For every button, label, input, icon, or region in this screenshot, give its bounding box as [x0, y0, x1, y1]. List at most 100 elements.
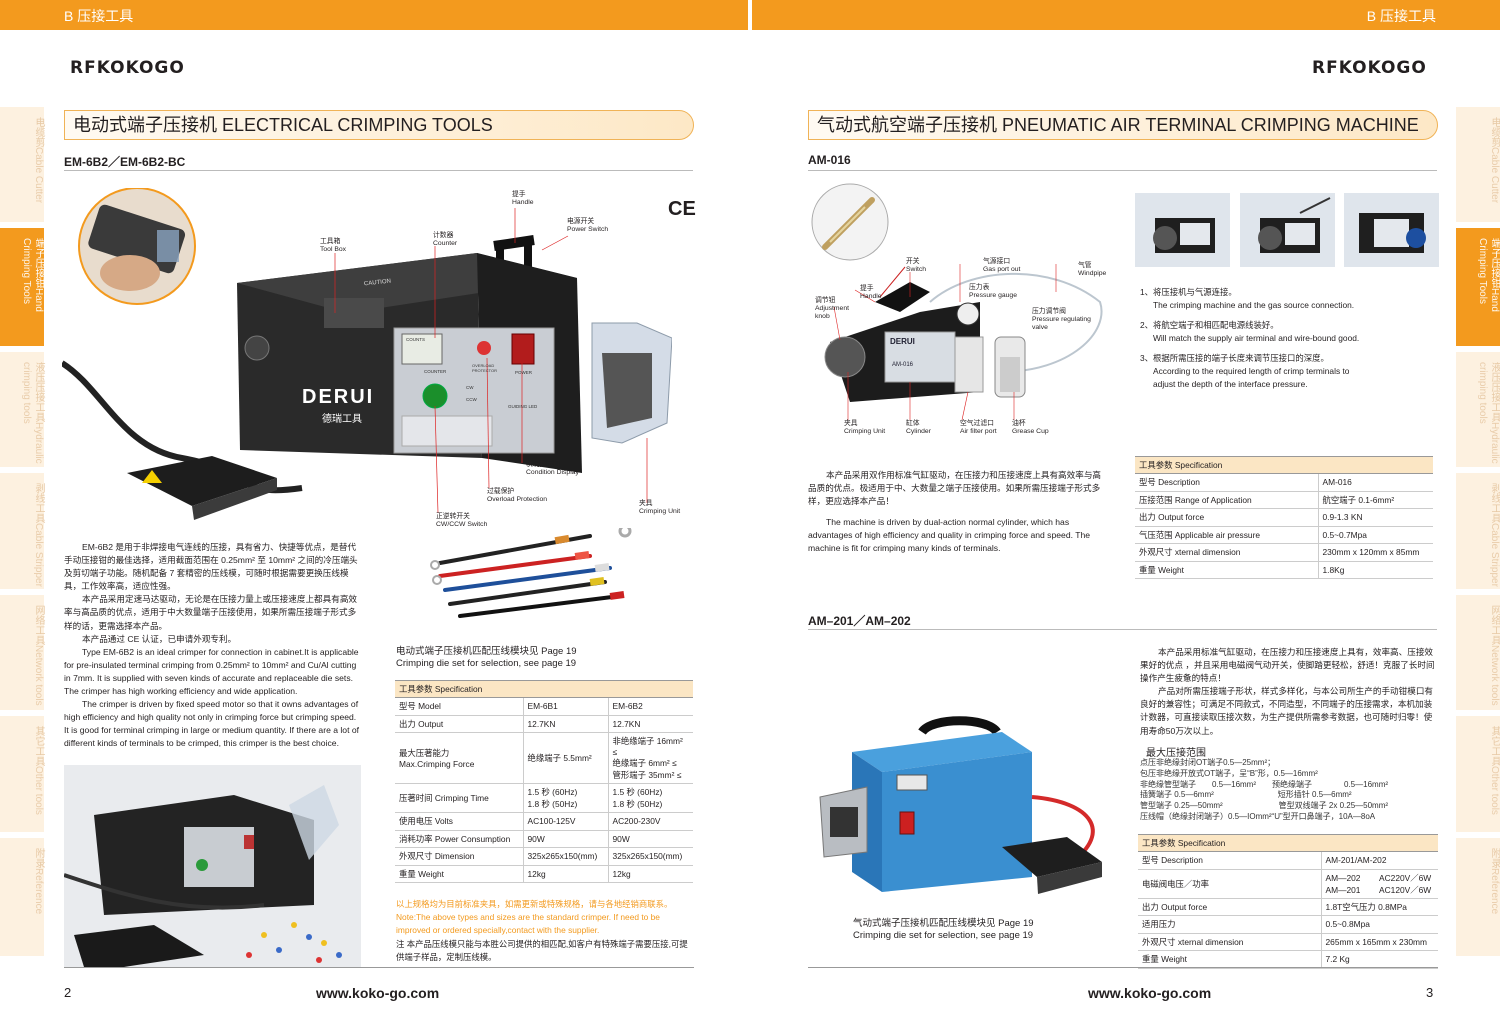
range-list: 点压非绝缘封闭OT端子0.5—25mm²；包压非绝缘开放式OT端子，呈“B”形，…: [1140, 758, 1440, 823]
machine-ccw-label: CCW: [466, 397, 477, 402]
range-line: 点压非绝缘封闭OT端子0.5—25mm²；: [1140, 758, 1276, 767]
spec-cell: 型号 Model: [395, 697, 523, 716]
left-model-name: EM-6B2／EM-6B2-BC: [64, 155, 186, 169]
label-crimping-unit: 夹具 Crimping Unit: [639, 500, 681, 515]
step-3-en: According to the required length of crim…: [1153, 366, 1350, 389]
spec-cell: AC100-125V: [522, 812, 608, 831]
left-die-note-cn: 电动式端子压接机匹配压线模块见 Page 19: [396, 646, 577, 657]
section-tag-left: B 压接工具: [64, 8, 134, 24]
left-description: EM-6B2 是用于非焊接电气连线的压接，具有省力、快捷等优点，是替代手动压接钳…: [64, 541, 361, 751]
right-side-tab-4[interactable]: 剥线工具Cable Stripper: [1456, 473, 1500, 589]
step-1-cn: 1、将压接机与气源连接。: [1140, 287, 1237, 297]
left-desc-cn-2: 本产品采用定速马达驱动，无论是在压接力量上或压接速度上都具有高效率与高品质的优点…: [64, 594, 358, 631]
range-line: 管型端子 0.25—50mm² 管型双线端子 2x 0.25—50mm²: [1140, 801, 1389, 811]
spec-cell: 非绝缘端子 16mm² ≤ 绝缘端子 6mm² ≤ 管形端子 35mm² ≤: [607, 732, 693, 784]
left-side-tab-1[interactable]: 电缆剪Cable Cutter: [0, 107, 44, 222]
side-tab-label-cn: 端子压接钳: [1489, 238, 1500, 288]
spec-cell: 0.5~0.7Mpa: [1317, 526, 1433, 544]
spec-cell: 12kg: [522, 865, 608, 883]
side-tab-label-en: Reference: [1489, 868, 1500, 915]
spec-cell: 0.5~0.8Mpa: [1320, 915, 1438, 934]
spec-cell: EM-6B2: [607, 697, 693, 716]
left-die-note-en: Crimping die set for selection, see page…: [396, 658, 577, 669]
spec-cell: 重量 Weight: [1138, 950, 1321, 969]
step-2-en: Will match the supply air terminal and w…: [1153, 333, 1360, 343]
side-tab-label-en: Hand Crimping Tools: [1477, 238, 1500, 312]
step-1-en: The crimping machine and the gas source …: [1153, 300, 1355, 310]
left-side-tab-3[interactable]: 液压压接工具Hydraulic crimping tools: [0, 352, 44, 467]
spec-cell: 出力 Output force: [1135, 508, 1318, 527]
left-footer-url[interactable]: www.koko-go.com: [316, 985, 440, 1001]
label-condition-display: 状况指示灯 Condition Display: [526, 461, 579, 476]
spec-cell: AM-201/AM-202: [1320, 851, 1438, 870]
spec-cell: 航空端子 0.1-6mm²: [1317, 491, 1433, 509]
side-tab-label-en: Hydraulic crimping tools: [1477, 362, 1500, 464]
label-am-handle: 提手 Handle: [860, 285, 882, 300]
label-handle: 提手 Handle: [512, 191, 534, 206]
right-side-tab-7[interactable]: 附录Reference: [1456, 838, 1500, 956]
left-desc-cn-3: 本产品通过 CE 认证，已申请外观专利。: [82, 633, 237, 644]
spec-cell: AC200-230V: [607, 812, 693, 831]
right-model-2-rule: [808, 629, 1437, 630]
spec-cell: 最大压著能力 Max.Crimping Force: [395, 732, 523, 784]
label-cw-ccw: 正逆转开关 CW/CCW Switch: [436, 513, 488, 528]
am016-brand-text: DERUI: [890, 337, 915, 346]
am201-description: 本产品采用标准气缸驱动，在压接力和压接速度上具有，效率高、压接效果好的优点 ，并…: [1140, 646, 1436, 738]
side-tab-label-en: Cable Stripper: [1489, 523, 1500, 587]
side-tab-label-cn: 电缆剪: [33, 117, 44, 147]
right-side-tab-6[interactable]: 其它工具Other tools: [1456, 716, 1500, 832]
side-tab-label-cn: 附录: [1489, 848, 1500, 868]
step-photo-1: [1135, 193, 1230, 267]
left-side-tab-4[interactable]: 剥线工具Cable Stripper: [0, 473, 44, 589]
right-footer-url[interactable]: www.koko-go.com: [1088, 985, 1212, 1001]
pneumatic-crimper-illustration: [824, 264, 1103, 421]
right-side-tab-3[interactable]: 液压压接工具Hydraulic crimping tools: [1456, 352, 1500, 467]
side-tab-label-cn: 其它工具: [33, 726, 44, 766]
am016-model-text: AM-016: [892, 362, 914, 368]
step-photo-3: [1344, 193, 1439, 267]
label-air-filter: 空气过滤口 Air filter port: [960, 420, 997, 435]
spec-cell: 外观尺寸 xternal dimension: [1138, 933, 1321, 951]
right-side-tab-2[interactable]: 端子压接钳Hand Crimping Tools: [1456, 228, 1500, 346]
left-section-title: 电动式端子压接机 ELECTRICAL CRIMPING TOOLS: [64, 110, 694, 140]
left-side-tab-7[interactable]: 附录Reference: [0, 838, 44, 956]
spec-cell: 压著时间 Crimping Time: [395, 783, 523, 813]
side-tab-label-cn: 液压压接工具: [33, 362, 44, 422]
left-desc-en-2: The crimper is driven by fixed speed mot…: [64, 699, 360, 749]
label-grease: 油杯 Grease Cup: [1012, 420, 1049, 435]
right-side-tab-5[interactable]: 网络工具Network tools: [1456, 595, 1500, 710]
terminal-cables-illustration: [430, 528, 632, 618]
spec-cell: 1.5 秒 (60Hz) 1.8 秒 (50Hz): [522, 783, 608, 813]
spec-cell: 出力 Output: [395, 715, 523, 733]
side-tab-label-cn: 附录: [33, 848, 44, 868]
label-overload: 过载保护 Overload Protection: [487, 488, 548, 503]
side-tab-label-en: Other tools: [33, 766, 44, 815]
left-side-tab-6[interactable]: 其它工具Other tools: [0, 716, 44, 832]
left-page-number: 2: [64, 985, 72, 1000]
left-side-tab-5[interactable]: 网络工具Network tools: [0, 595, 44, 710]
right-footer-rule: [808, 967, 1438, 968]
left-side-tab-2[interactable]: 端子压接钳Hand Crimping Tools: [0, 228, 44, 346]
spec-cell: 型号 Description: [1135, 473, 1318, 492]
range-line: 插簧端子 0.5—6mm² 短形插针 0.5—6mm²: [1140, 790, 1352, 800]
label-am-crimping-unit: 夹具 Crimping Unit: [844, 420, 886, 435]
electric-crimper-photo: [64, 765, 361, 967]
pneumatic-blue-crimper-illustration: [819, 716, 1102, 894]
spec-cell: 使用电压 Volts: [395, 812, 523, 831]
spec-cell: 消耗功率 Power Consumption: [395, 830, 523, 848]
electric-crimper-illustration: [62, 188, 672, 520]
right-side-tab-1[interactable]: 电缆剪Cable Cutter: [1456, 107, 1500, 222]
range-line: 压线帽（绝缘封闭端子）0.5—IOmm²“U”型开口鼻端子，10A—8oA: [1140, 811, 1376, 821]
side-tab-label-cn: 网络工具: [1489, 605, 1500, 645]
brand-logo-left: RFKOKOGO: [70, 58, 185, 78]
range-line: 包压非绝缘开放式OT端子，呈“B”形，0.5—16mm²: [1140, 768, 1318, 778]
am016-description: 本产品采用双作用标准气缸驱动，在压接力和压接速度上具有高效率与高品质的优点。极适…: [808, 469, 1106, 556]
